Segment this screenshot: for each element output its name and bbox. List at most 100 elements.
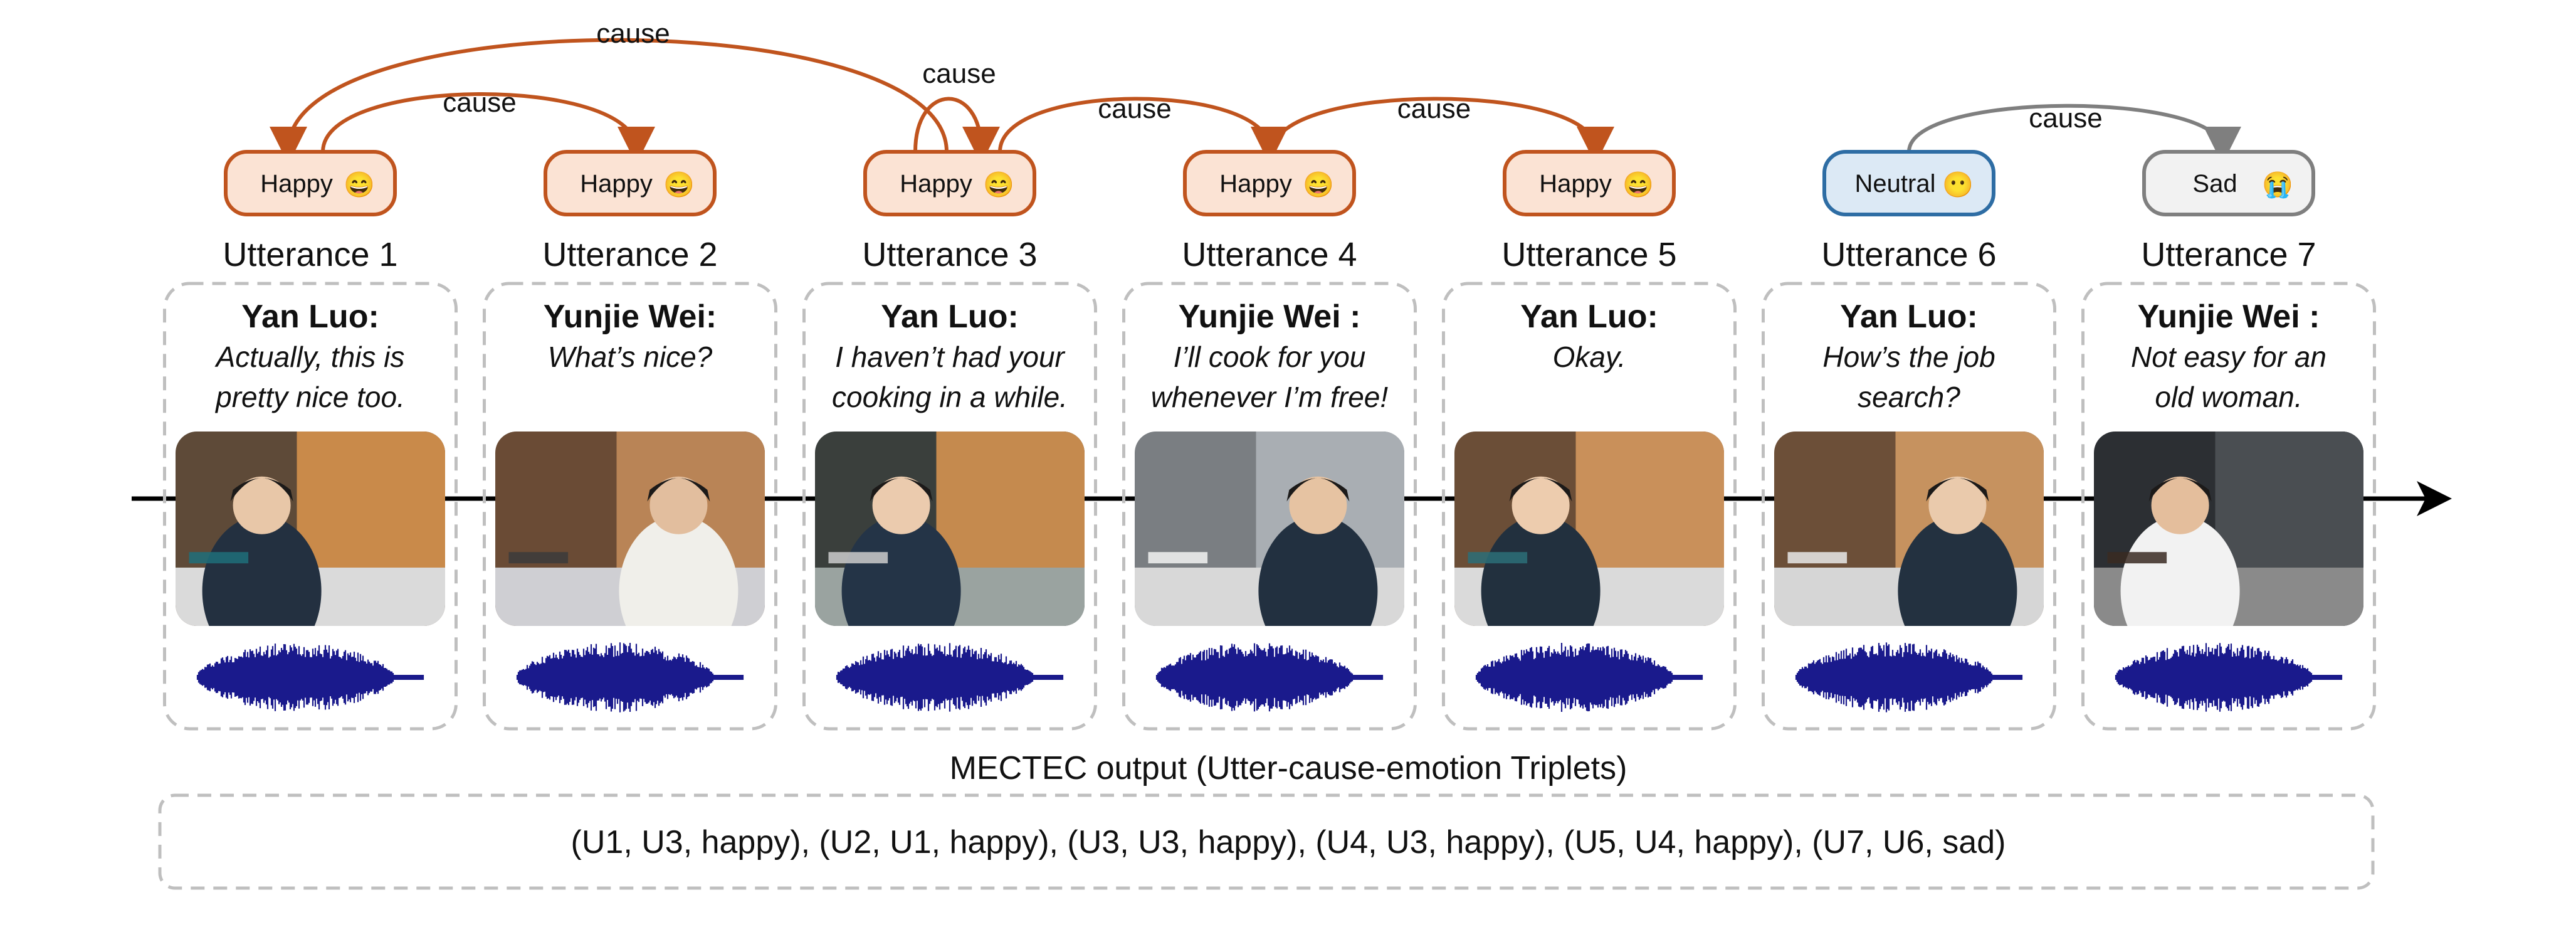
emotion-badge-neutral: Neutral😶 — [1822, 150, 1995, 216]
utterance-text-line: cooking in a while. — [832, 381, 1068, 413]
output-section: MECTEC output (Utter-cause-emotion Tripl… — [158, 750, 2375, 890]
cause-label: cause — [1397, 93, 1471, 124]
cause-arrow-u4-to-u5: cause — [1271, 93, 1614, 164]
cause-arrow-line — [1271, 97, 1614, 164]
utterance-title: Utterance 1 — [223, 236, 397, 273]
utterance-panel-6: Utterance 6 Yan Luo: How’s the job search? — [1762, 236, 2056, 731]
speech-waveform — [1795, 642, 2023, 712]
emotion-label: Happy — [900, 170, 972, 198]
emotion-badge-happy: Happy😄 — [544, 150, 717, 216]
utterance-panel-1: Utterance 1 Yan Luo: Actually, this is pret… — [163, 236, 458, 731]
cause-arrow-u3-to-u1: cause — [270, 18, 949, 164]
emotion-emoji-icon: 😄 — [1303, 171, 1334, 199]
utterance-title: Utterance 7 — [2141, 236, 2316, 273]
utterance-panel-7: Utterance 7 Yunjie Wei : Not easy for an ol… — [2081, 236, 2376, 731]
output-triplets: (U1, U3, happy), (U2, U1, happy), (U3, U… — [571, 824, 2006, 861]
utterance-text-line: Okay. — [1553, 341, 1626, 373]
utterance-text-line: What’s nice? — [548, 341, 713, 373]
utterance-text-line: whenever I’m free! — [1151, 381, 1389, 413]
emotion-badge-box — [224, 150, 397, 216]
utterance-panel-border — [1122, 282, 1417, 731]
speaker-name: Yunjie Wei : — [2138, 299, 2320, 335]
utterance-text-line: I haven’t had your — [835, 341, 1065, 373]
emotion-label: Happy — [1219, 170, 1292, 198]
output-title: MECTEC output (Utter-cause-emotion Tripl… — [950, 750, 1627, 786]
dining-table-woman-scene — [495, 432, 765, 626]
emotion-badge-sad: Sad 😭 — [2142, 150, 2315, 216]
smiling-woman-scene — [815, 432, 1085, 626]
emotion-badge-happy: Happy 😄 — [1183, 150, 1356, 216]
emotion-emoji-icon: 😶 — [1942, 171, 1974, 199]
cause-arrow-u3-to-u4: cause — [998, 93, 1288, 164]
speaker-name: Yan Luo: — [881, 299, 1019, 335]
utterance-panel-4: Utterance 4 Yunjie Wei : I’ll cook for you… — [1122, 236, 1417, 731]
emotion-badge-box — [1822, 150, 1995, 216]
cause-label: cause — [1098, 93, 1171, 124]
cause-label: cause — [2029, 103, 2102, 134]
utterance-panel-border — [2081, 282, 2376, 731]
speaker-name: Yunjie Wei: — [544, 299, 717, 335]
emotion-emoji-icon: 😄 — [344, 171, 375, 199]
speaker-name: Yunjie Wei : — [1179, 299, 1361, 335]
cause-arrow-line — [913, 97, 1000, 164]
cause-arrow-u6-to-u7: cause — [1907, 103, 2241, 164]
output-box — [158, 793, 2375, 890]
utterance-panel-border — [163, 282, 458, 731]
speech-waveform — [1475, 643, 1703, 712]
utterance-text-line: Actually, this is — [214, 341, 405, 373]
utterance-panel-2: Utterance 2 Yunjie Wei: What’s nice? — [483, 236, 777, 731]
two-women-dining-scene — [1135, 432, 1404, 626]
cause-arrow-line — [270, 38, 949, 164]
cause-arrow-u1-to-u2: cause — [321, 87, 655, 164]
cause-arrow-line — [998, 97, 1288, 164]
emotion-badge-happy: Happy 😄 — [1503, 150, 1676, 216]
utterance-text-line: Not easy for an — [2131, 341, 2326, 373]
emotion-emoji-icon: 😄 — [983, 171, 1014, 199]
emotion-emoji-icon: 😄 — [663, 171, 695, 199]
utterance-text-line: I’ll cook for you — [1174, 341, 1366, 373]
cause-label: cause — [596, 18, 670, 49]
utterance-panels: Utterance 1 Yan Luo: Actually, this is pret… — [163, 236, 2376, 731]
speech-waveform — [196, 643, 424, 711]
emotion-label: Sad — [2192, 170, 2237, 198]
emotion-badge-box — [1183, 150, 1356, 216]
utterance-panel-border — [483, 282, 777, 731]
speaker-name: Yan Luo: — [241, 299, 379, 335]
office-kitchen-scene — [176, 432, 445, 626]
utterance-title: Utterance 2 — [542, 236, 717, 273]
cause-arrow-line — [321, 92, 655, 164]
speech-waveform — [1155, 643, 1384, 712]
cause-arrows: cause cause cause cause cause cause — [270, 18, 2241, 164]
speaker-name: Yan Luo: — [1520, 299, 1658, 335]
utterance-text-line: search? — [1858, 381, 1960, 413]
cause-arrow-u3-to-u3: cause — [913, 58, 1000, 164]
utterance-text-line: How’s the job — [1822, 341, 1995, 373]
speaker-name: Yan Luo: — [1840, 299, 1978, 335]
utterance-title: Utterance 4 — [1182, 236, 1357, 273]
utterance-panel-5: Utterance 5 Yan Luo: Okay. — [1442, 236, 1737, 731]
utterance-title: Utterance 6 — [1821, 236, 1996, 273]
cause-label: cause — [443, 87, 516, 118]
utterance-panel-border — [1762, 282, 2056, 731]
speech-waveform — [2115, 643, 2343, 712]
utterance-title: Utterance 5 — [1501, 236, 1676, 273]
utterance-text-line: pretty nice too. — [214, 381, 405, 413]
emotion-badge-happy: Happy 😄 — [224, 150, 397, 216]
cause-label: cause — [922, 58, 996, 89]
utterance-panel-border — [802, 282, 1097, 731]
emotion-badges: Happy😄Happy😄Happy😄Happy😄Happy😄Neutral😶Sa… — [224, 150, 2315, 216]
cause-arrow-line — [1907, 103, 2241, 164]
emotion-emoji-icon: 😄 — [1622, 171, 1654, 199]
emotion-badge-box — [863, 150, 1036, 216]
emotion-label: Neutral — [1855, 170, 1936, 198]
emotion-label: Happy — [260, 170, 333, 198]
emotion-label: Happy — [1539, 170, 1612, 198]
emotion-badge-box — [2142, 150, 2315, 216]
emotion-emoji-icon: 😭 — [2262, 171, 2293, 199]
speech-waveform — [836, 643, 1064, 712]
woman-eating-scene — [1454, 432, 1724, 626]
utterance-text-line: old woman. — [2155, 381, 2302, 413]
